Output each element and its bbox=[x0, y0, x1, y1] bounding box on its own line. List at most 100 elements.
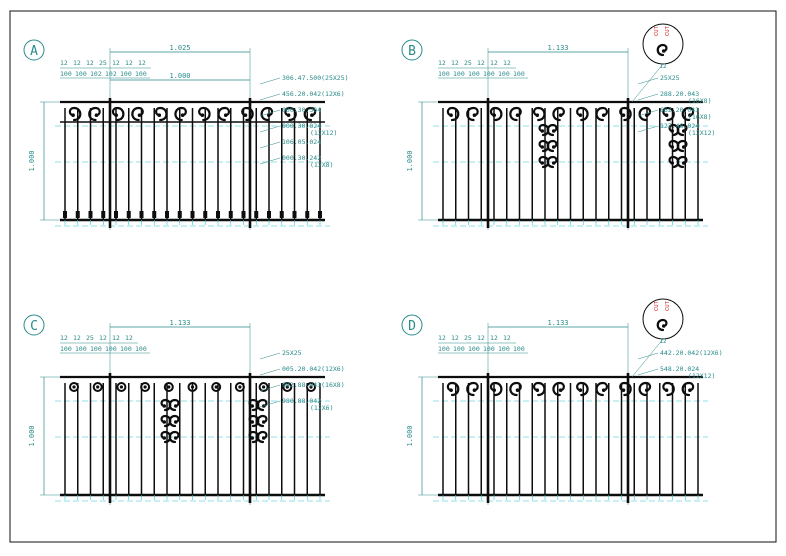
leader-line bbox=[637, 352, 659, 360]
scroll-ornament-end bbox=[540, 161, 545, 165]
spacing-top-5: 12 bbox=[503, 59, 511, 67]
scroll-ornament bbox=[656, 318, 668, 332]
part-callout-sub-1: (12X12) bbox=[688, 372, 715, 380]
detail-cut-label: CUT bbox=[665, 25, 671, 36]
scroll-ornament bbox=[576, 381, 589, 397]
baluster-foot bbox=[254, 211, 259, 218]
scroll-ornament bbox=[676, 123, 688, 137]
scroll-ornament bbox=[595, 381, 609, 397]
spacing-bottom-4: 100 bbox=[498, 345, 510, 353]
spacing-top-1: 12 bbox=[451, 59, 459, 67]
spacing-bottom-3: 102 bbox=[105, 70, 117, 78]
part-callout-0: 25X25 bbox=[660, 74, 680, 82]
scroll-ornament bbox=[168, 430, 180, 444]
scroll-ornament bbox=[248, 414, 260, 428]
scroll-ornament bbox=[466, 381, 479, 397]
quatrefoil-center bbox=[167, 385, 171, 389]
part-callout-2: 982.88.043(16X8) bbox=[282, 381, 345, 389]
spacing-top-5: 12 bbox=[503, 334, 511, 342]
spacing-top-5: 12 bbox=[125, 334, 133, 342]
spacing-bottom-2: 102 bbox=[90, 70, 102, 78]
scroll-ornament-end bbox=[261, 436, 266, 440]
scroll-ornament-end bbox=[664, 388, 669, 392]
spacing-top-3: 25 bbox=[99, 59, 107, 67]
baluster-foot bbox=[190, 211, 195, 218]
scroll-ornament bbox=[681, 381, 695, 397]
scroll-ornament-end bbox=[681, 161, 686, 165]
leader-line bbox=[259, 400, 281, 408]
panel-label: D bbox=[408, 319, 416, 334]
scroll-ornament bbox=[538, 139, 550, 153]
spacing-bottom-4: 100 bbox=[498, 70, 510, 78]
scroll-ornament-end bbox=[173, 436, 178, 440]
detail-cut-label: CUT bbox=[665, 300, 671, 311]
spacing-top-6: 12 bbox=[138, 59, 146, 67]
spacing-top-3: 12 bbox=[477, 334, 485, 342]
scroll-ornament-end bbox=[621, 113, 626, 117]
scroll-ornament bbox=[681, 106, 695, 122]
scroll-ornament bbox=[532, 381, 546, 397]
spacing-top-1: 12 bbox=[73, 334, 81, 342]
baluster-foot bbox=[101, 211, 106, 218]
spacing-bottom-4: 100 bbox=[120, 345, 132, 353]
total-width-label: 1.133 bbox=[547, 319, 568, 327]
detail-cut-label: CUT bbox=[654, 300, 660, 311]
part-callout-sub-3: (12X12) bbox=[310, 129, 337, 137]
spacing-top-2: 25 bbox=[464, 59, 472, 67]
leader-line bbox=[259, 368, 281, 376]
part-callout-1: 548.20.024 bbox=[660, 365, 699, 373]
leader-line bbox=[259, 141, 281, 149]
spacing-bottom-2: 100 bbox=[468, 70, 480, 78]
scroll-ornament-end bbox=[681, 129, 686, 133]
scroll-ornament bbox=[656, 43, 668, 57]
spacing-bottom-5: 100 bbox=[135, 345, 147, 353]
part-callout-0: 442.20.042(12X6) bbox=[660, 349, 723, 357]
scroll-ornament-end bbox=[223, 113, 228, 117]
scroll-ornament-end bbox=[578, 113, 583, 117]
scroll-ornament-end bbox=[472, 388, 477, 392]
baluster-foot bbox=[267, 211, 271, 218]
scroll-ornament-end bbox=[173, 420, 178, 424]
scroll-ornament-end bbox=[71, 113, 75, 117]
baluster-foot bbox=[216, 211, 220, 218]
baluster-foot bbox=[165, 211, 169, 218]
quatrefoil-ornament bbox=[258, 382, 269, 392]
detail-cut-label: CUT bbox=[654, 25, 660, 36]
leader-line bbox=[259, 352, 281, 360]
scroll-ornament bbox=[160, 414, 172, 428]
scroll-ornament bbox=[248, 430, 260, 444]
part-callout-0: 25X25 bbox=[282, 349, 302, 357]
leader-line bbox=[637, 93, 659, 101]
scroll-ornament-end bbox=[449, 388, 453, 392]
leader-line bbox=[259, 93, 281, 101]
scroll-ornament-end bbox=[661, 49, 666, 53]
baluster-foot bbox=[228, 211, 233, 218]
panel-label: C bbox=[30, 319, 38, 334]
leader-line bbox=[259, 384, 281, 392]
part-callout-1: 288.20.043 bbox=[660, 90, 699, 98]
scroll-ornament-end bbox=[449, 113, 453, 117]
spacing-bottom-5: 100 bbox=[513, 345, 525, 353]
scroll-ornament bbox=[217, 106, 231, 122]
scroll-ornament-end bbox=[670, 161, 675, 165]
spacing-top-4: 12 bbox=[112, 59, 120, 67]
scroll-ornament bbox=[546, 139, 558, 153]
quatrefoil-center bbox=[238, 385, 242, 389]
scroll-ornament bbox=[466, 106, 479, 122]
spacing-bottom-0: 100 bbox=[60, 345, 72, 353]
scroll-ornament-end bbox=[681, 145, 686, 149]
quatrefoil-center bbox=[96, 385, 100, 389]
baluster-foot bbox=[88, 211, 93, 218]
baluster-foot bbox=[292, 211, 297, 218]
part-callout-3: 127.40.024 bbox=[660, 122, 699, 130]
spacing-top-0: 12 bbox=[438, 59, 446, 67]
part-callout-4: 106.05.024 bbox=[282, 138, 321, 146]
scroll-ornament bbox=[284, 106, 297, 122]
scroll-ornament-end bbox=[670, 145, 675, 149]
scroll-ornament bbox=[552, 106, 565, 122]
spacing-top-3: 12 bbox=[99, 334, 107, 342]
quatrefoil-center bbox=[190, 385, 195, 389]
scroll-ornament bbox=[168, 398, 180, 412]
